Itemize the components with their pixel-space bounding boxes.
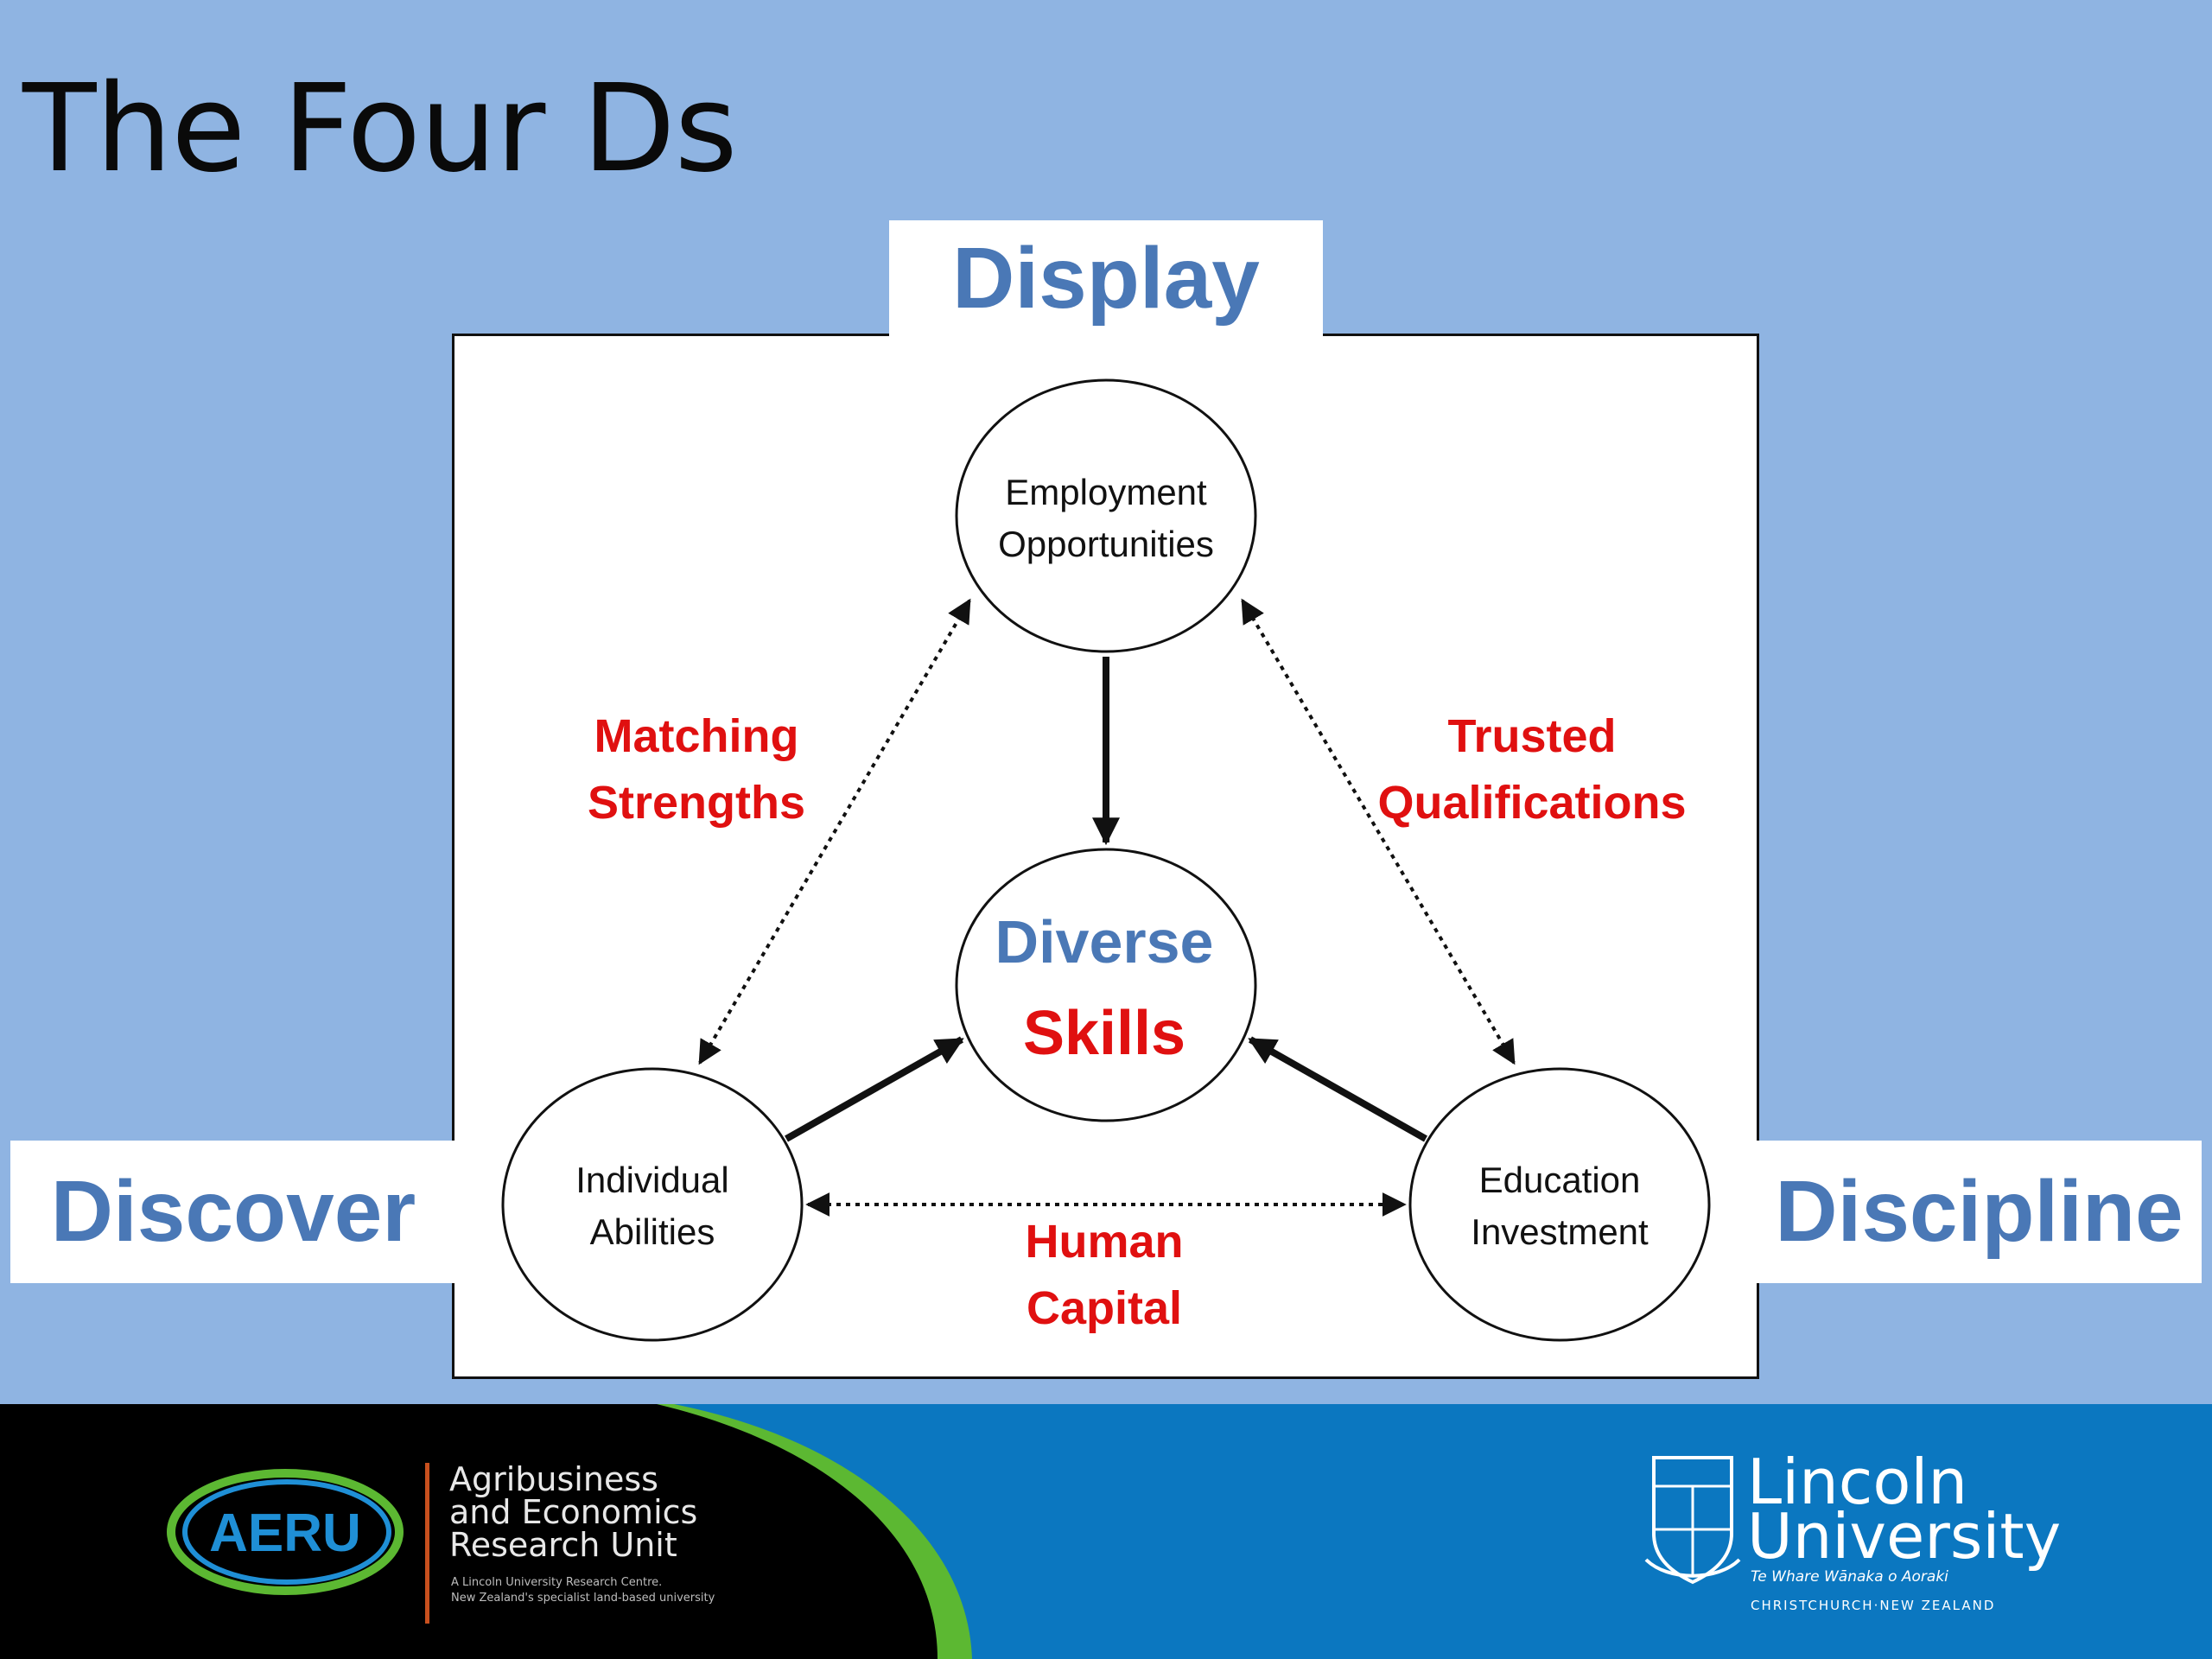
- lincoln-name-line2: University: [1747, 1500, 2061, 1573]
- dotted-arrow-employment-education: [1241, 598, 1516, 1065]
- aeru-logo: AERU: [167, 1469, 404, 1595]
- center-skills-text: Skills: [1023, 999, 1185, 1068]
- relation-human: Human: [1025, 1216, 1183, 1268]
- university-crest-icon: [1644, 1456, 1741, 1585]
- solid-arrow-education-center: [1248, 1036, 1427, 1142]
- aeru-line-3: Research Unit: [449, 1526, 677, 1564]
- aeru-small-line-2: New Zealand's specialist land-based univ…: [451, 1592, 715, 1605]
- relation-trusted: Trusted: [1447, 710, 1616, 762]
- node-employment-line1: Employment: [1005, 472, 1207, 512]
- aeru-divider: [425, 1463, 429, 1624]
- node-employment-opportunities: [955, 378, 1257, 653]
- footer-graphics: AERU Agribusiness and Economics Research…: [0, 1404, 2061, 1659]
- aeru-line-1: Agribusiness: [449, 1460, 658, 1498]
- relation-qualifications: Qualifications: [1377, 777, 1686, 829]
- relation-strengths: Strengths: [588, 777, 805, 829]
- node-employment-line2: Opportunities: [998, 524, 1214, 564]
- node-individual-line2: Abilities: [590, 1211, 715, 1252]
- relation-matching: Matching: [594, 710, 799, 762]
- node-education-investment: [1408, 1067, 1711, 1342]
- display-label: Display: [889, 220, 1323, 337]
- aeru-line-2: and Economics: [449, 1493, 697, 1531]
- node-education-line2: Investment: [1471, 1211, 1649, 1252]
- aeru-small-line-1: A Lincoln University Research Centre.: [451, 1576, 662, 1589]
- solid-arrow-individual-center: [785, 1036, 964, 1142]
- node-individual-line1: Individual: [575, 1160, 728, 1200]
- relation-capital: Capital: [1027, 1282, 1182, 1334]
- node-diverse-skills: [955, 848, 1257, 1122]
- discover-label: Discover: [10, 1141, 456, 1283]
- lincoln-name-line1: Lincoln: [1747, 1446, 1967, 1518]
- four-ds-diagram: Employment Opportunities Diverse Skills …: [501, 378, 1711, 1342]
- dotted-arrow-individual-employment: [698, 598, 971, 1065]
- center-diverse-text: Diverse: [995, 908, 1214, 976]
- node-individual-abilities: [501, 1067, 804, 1342]
- footer-black-region: [0, 1404, 938, 1659]
- lincoln-motto: Te Whare Wānaka o Aoraki: [1751, 1568, 1948, 1586]
- node-education-line1: Education: [1479, 1160, 1641, 1200]
- slide-title: The Four Ds: [22, 59, 738, 200]
- aeru-logo-text: AERU: [209, 1503, 361, 1563]
- discipline-label: Discipline: [1757, 1141, 2202, 1283]
- footer-bar: AERU Agribusiness and Economics Research…: [0, 1404, 2212, 1659]
- lincoln-place: CHRISTCHURCH·NEW ZEALAND: [1751, 1598, 1995, 1613]
